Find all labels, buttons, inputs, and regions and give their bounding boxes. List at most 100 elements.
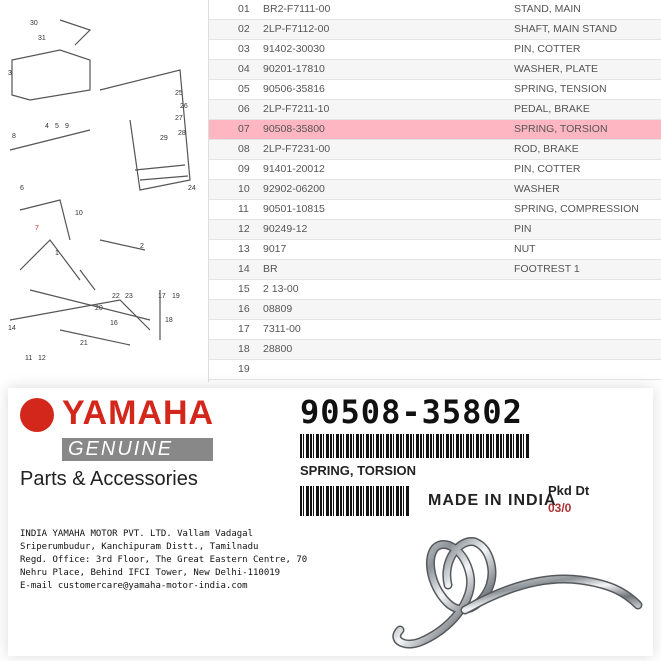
diagram-callout: 20	[95, 305, 103, 312]
table-row[interactable]: 11 90501-10815 SPRING, COMPRESSION	[209, 200, 661, 220]
part-number: 90508-35800	[263, 123, 325, 135]
part-description: PIN	[514, 223, 532, 235]
brand-name: YAMAHA	[62, 394, 215, 432]
diagram-callout: 6	[20, 185, 24, 192]
ref-number: 11	[238, 203, 249, 215]
table-row[interactable]: 01 BR2-F7111-00 STAND, MAIN	[209, 0, 661, 20]
ref-number: 15	[238, 283, 250, 295]
table-row[interactable]: 16 08809	[209, 300, 661, 320]
diagram-callout: 25	[175, 90, 183, 97]
part-number: 2LP-F7112-00	[263, 23, 330, 35]
part-description: NUT	[514, 243, 536, 255]
packed-date-label: Pkd Dt	[548, 483, 590, 498]
diagram-callout: 21	[80, 340, 88, 347]
part-number: 2LP-F7211-10	[263, 103, 330, 115]
diagram-callout: 17	[158, 293, 166, 300]
ref-number: 02	[238, 23, 250, 35]
part-description: PIN, COTTER	[514, 43, 581, 55]
diagram-callout: 19	[172, 293, 180, 300]
table-row[interactable]: 02 2LP-F7112-00 SHAFT, MAIN STAND	[209, 20, 661, 40]
diagram-callout: 7	[35, 225, 39, 232]
part-description: WASHER, PLATE	[514, 63, 599, 75]
diagram-callout: 28	[178, 130, 186, 137]
ref-number: 16	[238, 303, 250, 315]
diagram-callout: 9	[65, 123, 69, 130]
part-number: 2LP-F7231-00	[263, 143, 331, 155]
diagram-callout: 30	[30, 20, 38, 27]
diagram-callout: 23	[125, 293, 133, 300]
part-number: 08809	[263, 303, 293, 315]
ref-number: 18	[238, 343, 250, 355]
diagram-callout: 2	[140, 243, 144, 250]
tagline: Parts & Accessories	[20, 468, 198, 490]
part-number: 9017	[263, 243, 287, 255]
table-row[interactable]: 10 92902-06200 WASHER	[209, 180, 661, 200]
diagram-callout: 3	[8, 70, 12, 77]
diagram-callout: 31	[38, 35, 46, 42]
diagram-callout: 18	[165, 317, 173, 324]
part-number: 91401-20012	[263, 163, 325, 175]
table-row[interactable]: 17 7311-00	[209, 320, 661, 340]
ref-number: 17	[238, 323, 250, 335]
part-description: SHAFT, MAIN STAND	[514, 23, 618, 35]
part-description: SPRING, COMPRESSION	[514, 203, 639, 215]
part-description: STAND, MAIN	[514, 3, 581, 15]
ref-number: 05	[238, 83, 250, 95]
part-number: 91402-30030	[263, 43, 325, 55]
part-description: WASHER	[514, 183, 560, 195]
table-row[interactable]: 19	[209, 360, 661, 380]
part-number: 92902-06200	[263, 183, 325, 195]
part-number: BR	[263, 263, 278, 275]
diagram-callout: 8	[12, 133, 16, 140]
table-row[interactable]: 13 9017 NUT	[209, 240, 661, 260]
ref-number: 07	[238, 123, 250, 135]
part-description: PIN, COTTER	[514, 163, 581, 175]
ref-number: 10	[238, 183, 250, 195]
product-label: YAMAHA GENUINE Parts & Accessories 90508…	[8, 388, 653, 656]
part-description: SPRING, TENSION	[514, 83, 607, 95]
ref-number: 01	[238, 3, 250, 15]
ref-number: 13	[238, 243, 250, 255]
ref-number: 03	[238, 43, 250, 55]
table-row[interactable]: 18 28800	[209, 340, 661, 360]
part-number: BR2-F7111-00	[263, 3, 331, 15]
part-number: 2 13-00	[263, 283, 299, 295]
table-row[interactable]: 03 91402-30030 PIN, COTTER	[209, 40, 661, 60]
diagram-callout: 1	[55, 250, 59, 257]
label-part-number: 90508-35802	[300, 393, 523, 431]
ref-number: 14	[238, 263, 250, 275]
ref-number: 04	[238, 63, 250, 75]
diagram-callout: 12	[38, 355, 46, 362]
diagram-callout: 24	[188, 185, 196, 192]
table-row[interactable]: 05 90506-35816 SPRING, TENSION	[209, 80, 661, 100]
diagram-callout: 29	[160, 135, 168, 142]
diagram-callout: 4	[45, 123, 49, 130]
part-number: 90501-10815	[263, 203, 325, 215]
table-row[interactable]: 15 2 13-00	[209, 280, 661, 300]
yamaha-tuning-fork-logo	[20, 398, 54, 432]
diagram-callout: 27	[175, 115, 183, 122]
table-row[interactable]: 09 91401-20012 PIN, COTTER	[209, 160, 661, 180]
made-in: MADE IN INDIA	[428, 492, 557, 509]
ref-number: 12	[238, 223, 250, 235]
part-number: 28800	[263, 343, 293, 355]
barcode-2	[300, 486, 410, 516]
ref-number: 09	[238, 163, 250, 175]
diagram-callout: 16	[110, 320, 118, 327]
table-row[interactable]: 04 90201-17810 WASHER, PLATE	[209, 60, 661, 80]
diagram-callout: 10	[75, 210, 83, 217]
ref-number: 19	[238, 363, 250, 375]
part-number: 7311-00	[263, 323, 301, 335]
label-description: SPRING, TORSION	[300, 463, 417, 478]
part-number: 90506-35816	[263, 83, 325, 95]
packed-date: 03/0	[548, 501, 572, 515]
part-number: 90201-17810	[263, 63, 325, 75]
diagram-callout: 5	[55, 123, 59, 130]
